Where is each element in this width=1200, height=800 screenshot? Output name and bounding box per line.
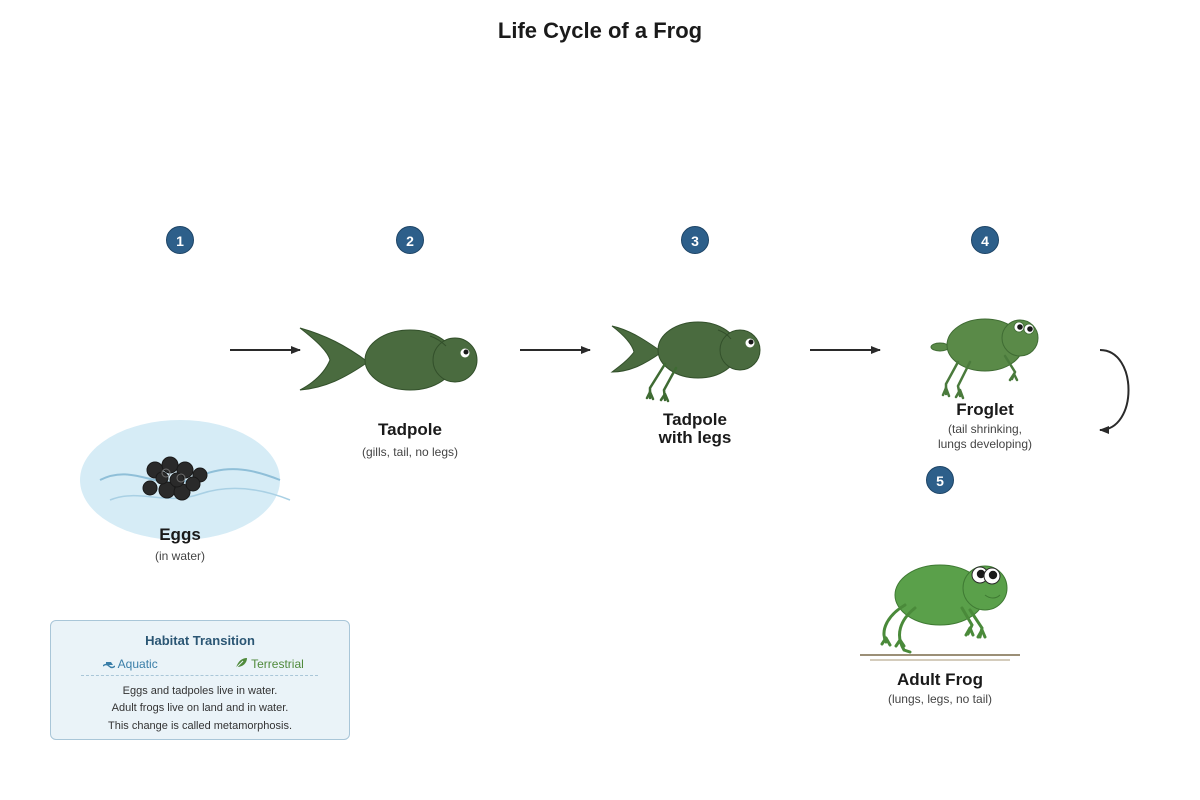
stage-2-name: Tadpole xyxy=(378,420,442,439)
stage-3-badge: 3 xyxy=(681,226,709,254)
eggs-illustration xyxy=(80,420,291,540)
stage-5-name: Adult Frog xyxy=(897,670,983,689)
stage-1-name: Eggs xyxy=(159,525,201,544)
stage-4-description-line2: lungs developing) xyxy=(937,437,1033,451)
habitat-transition-box: Habitat Transition Aquatic Terrestrial E… xyxy=(50,620,350,740)
stage-4-badge: 4 xyxy=(971,226,999,254)
stage-3-name-line2: with legs xyxy=(658,428,732,447)
stage-3-name-line1: Tadpole xyxy=(663,410,727,429)
habitat-line-2: Adult frogs live on land and in water. xyxy=(111,702,289,714)
stage-2-description: (gills, tail, no legs) xyxy=(361,445,459,459)
diagram-title: Life Cycle of a Frog xyxy=(497,18,703,43)
wave-icon xyxy=(102,662,116,669)
adult-frog-illustration xyxy=(860,564,1020,661)
arrow-4-to-5 xyxy=(1099,349,1130,434)
tadpole-illustration xyxy=(299,327,478,391)
habitat-divider xyxy=(81,675,318,676)
stage-4-name: Froglet xyxy=(956,400,1014,419)
leaf-icon xyxy=(235,658,247,669)
terrestrial-legend: Terrestrial xyxy=(235,657,304,671)
aquatic-label: Aquatic xyxy=(117,657,158,671)
stage-1-description: (in water) xyxy=(154,549,205,563)
stage-5-description: (lungs, legs, no tail) xyxy=(887,692,993,706)
habitat-line-3: This change is called metamorphosis. xyxy=(107,720,293,732)
aquatic-legend: Aquatic xyxy=(102,657,158,671)
stage-1-badge: 1 xyxy=(166,226,194,254)
stage-5-badge: 5 xyxy=(926,466,954,494)
terrestrial-label: Terrestrial xyxy=(251,657,304,671)
stage-4-description-line1: (tail shrinking, xyxy=(947,422,1023,436)
tadpole-with-legs-illustration xyxy=(610,321,761,403)
stage-2-badge: 2 xyxy=(396,226,424,254)
froglet-illustration xyxy=(930,318,1039,400)
habitat-line-1: Eggs and tadpoles live in water. xyxy=(122,685,278,697)
habitat-title: Habitat Transition xyxy=(145,633,255,648)
